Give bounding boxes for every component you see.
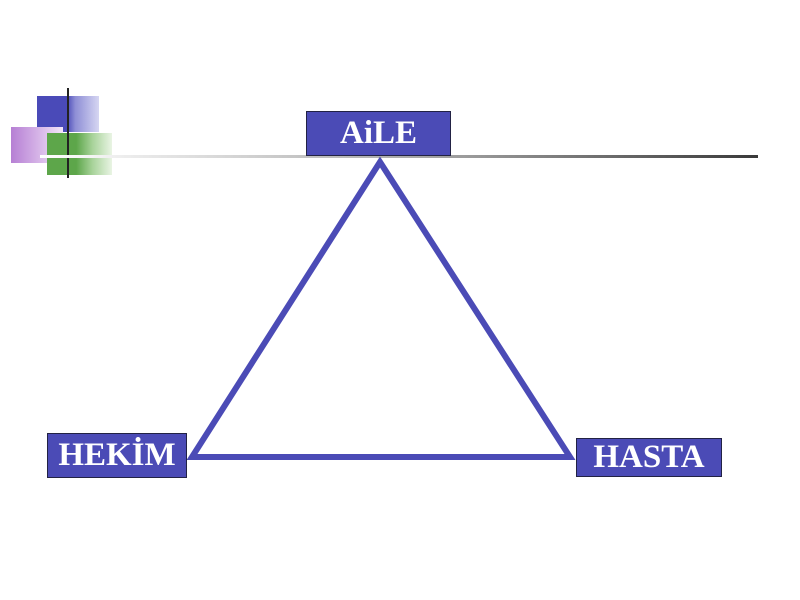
node-aile-label: AiLE [339,115,418,151]
node-hekim: HEKİM [47,433,187,478]
node-hekim-label: HEKİM [58,437,176,473]
header-divider-line [40,155,758,158]
decorative-vertical-line [67,88,69,178]
node-hasta: HASTA [576,438,722,477]
triangle-edges [186,156,576,460]
node-hasta-label: HASTA [593,439,705,475]
decorative-square-green [47,133,112,175]
node-aile: AiLE [306,111,451,156]
